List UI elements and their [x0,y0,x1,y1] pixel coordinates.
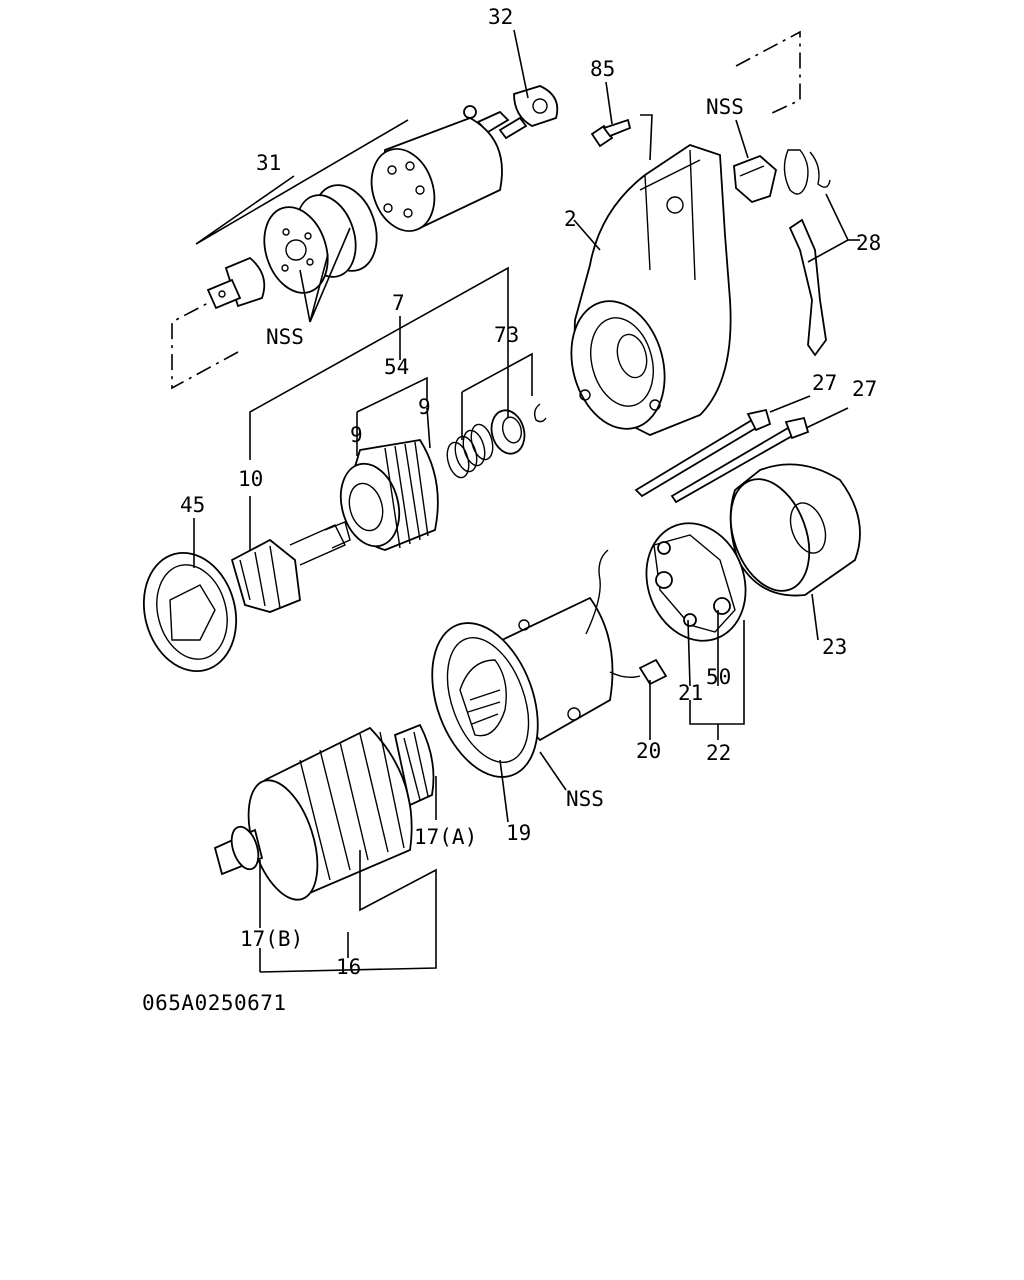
pinion-gear-part-10 [230,521,351,613]
nose-housing-part-2 [570,144,732,436]
label-27-a: 27 [812,371,837,395]
solenoid-part-31 [370,105,528,232]
label-22: 22 [706,741,731,765]
reference-dashline-left [171,301,239,390]
label-23: 23 [822,635,847,659]
label-nss-left: NSS [266,325,304,349]
label-17a: 17(A) [414,825,477,849]
label-nss-top: NSS [706,95,744,119]
yoke-field-coil-part-19 [431,549,668,778]
label-54: 54 [384,355,409,379]
plunger-part [206,256,266,310]
label-19: 19 [506,821,531,845]
label-85: 85 [590,57,615,81]
stop-plate-part-45 [142,551,238,673]
label-9-right: 9 [418,395,431,419]
drawing-code: 065A0250671 [142,991,287,1015]
label-31: 31 [256,151,281,175]
label-27-b: 27 [852,377,877,401]
label-50: 50 [706,665,731,689]
label-32: 32 [488,5,513,29]
label-10: 10 [238,467,263,491]
solenoid-plates-nss [263,184,378,294]
through-bolts-part-27 [634,408,810,504]
clutch-part-54 [339,439,439,551]
label-21: 21 [678,681,703,705]
nss-bracket-part [733,154,777,204]
part-32-connector [513,85,559,127]
spring-clip-part-28 [783,149,831,357]
label-20: 20 [636,739,661,763]
armature-shaft [213,825,264,876]
label-7: 7 [392,291,405,315]
spring-part-73 [446,403,547,479]
rear-cover-part-23 [729,463,861,597]
label-17b: 17(B) [240,927,303,951]
label-73: 73 [494,323,519,347]
label-9-left: 9 [350,423,363,447]
leader-lines [193,29,860,973]
label-45: 45 [180,493,205,517]
brush-holder-part-22 [645,522,747,642]
part-85-bolt [590,118,632,148]
armature-part-16 [247,723,435,901]
label-nss-bottom: NSS [566,787,604,811]
label-28: 28 [856,231,881,255]
label-16: 16 [336,955,361,979]
reference-dashline-top-right [735,30,801,115]
label-2: 2 [564,207,577,231]
